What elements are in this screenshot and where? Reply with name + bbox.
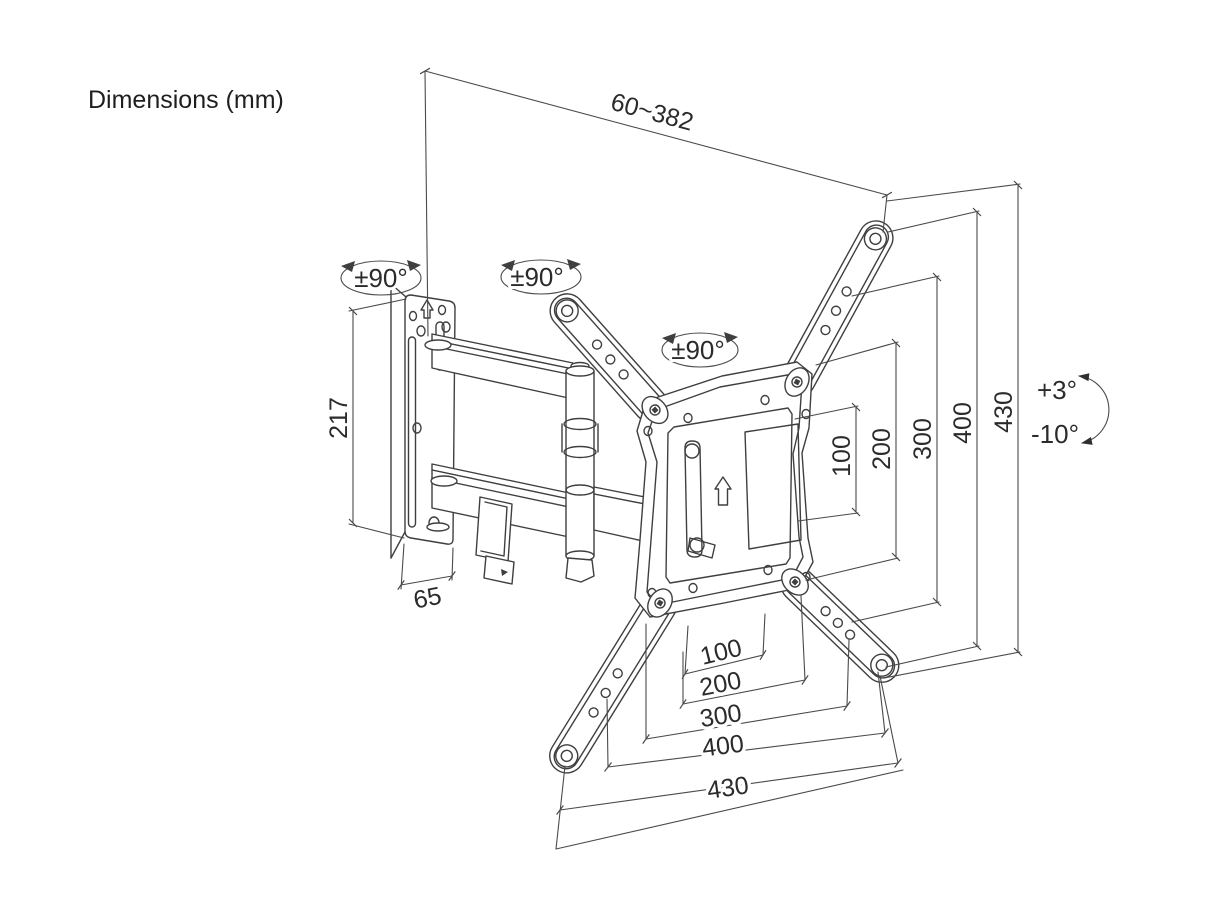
dim-vesa-horizontal-100: 100	[681, 613, 767, 680]
plate-cutout	[744, 423, 802, 550]
rotate-arrow-icon	[341, 261, 355, 272]
plate-inner-panel	[665, 407, 793, 584]
dim-wall-plate-height: 217	[322, 298, 407, 539]
corner-boss-bottom-left	[647, 588, 673, 618]
dim-vesa-horizontal-430: 430	[555, 675, 904, 850]
cable-hook	[483, 555, 515, 585]
wall-plate-side-face	[390, 283, 407, 559]
dim-label-plate-height: 217	[325, 397, 353, 439]
dim-label-arm-extension: 60~382	[608, 88, 697, 137]
hinge-bolt-mid	[430, 475, 458, 487]
swivel-label-plate: ±90°	[671, 335, 725, 365]
dim-vesa-vertical-200: 200	[805, 338, 901, 581]
tilt-down-label: -10°	[1031, 419, 1079, 449]
dim-arm-extension: 60~382	[419, 67, 893, 337]
tilt-arc-arrow-icon	[1078, 373, 1110, 445]
dim-vesa-vertical-400: 400	[885, 207, 982, 668]
dim-label-v400: 400	[949, 402, 977, 444]
dim-label-v100: 100	[828, 435, 856, 477]
dim-label-v200: 200	[868, 428, 896, 470]
dim-label-plate-width: 65	[411, 582, 444, 615]
dim-label-h100: 100	[697, 634, 744, 671]
hinge-bolt-bottom	[426, 522, 450, 532]
swivel-label-wall: ±90°	[354, 263, 408, 293]
rotate-arrow-icon	[662, 333, 676, 344]
dim-label-h430: 430	[705, 771, 750, 805]
swivel-annotation-wall: ±90°	[340, 260, 422, 296]
corner-boss-top-left	[641, 395, 669, 425]
tilt-annotation: +3° -10°	[1028, 372, 1110, 452]
cable-clip	[475, 496, 515, 585]
upper-arm	[424, 333, 590, 400]
dim-vesa-horizontal-300: 300	[642, 623, 851, 744]
orientation-arrow-small	[420, 299, 434, 319]
rotate-arrow-icon	[724, 332, 738, 343]
hinge-bolt-top	[424, 339, 452, 351]
swivel-annotation-mid: ±90°	[500, 259, 582, 295]
swivel-annotation-plate: ±90°	[661, 332, 739, 368]
dim-label-h200: 200	[697, 666, 743, 701]
page-title: Dimensions (mm)	[88, 86, 284, 114]
dim-vesa-vertical-300: 300	[851, 272, 942, 623]
dim-label-h300: 300	[698, 699, 744, 733]
dim-vesa-vertical-100: 100	[794, 402, 861, 522]
dim-vesa-horizontal-400: 400	[604, 671, 889, 772]
up-arrow-mark	[714, 476, 732, 506]
rotate-arrow-icon	[567, 259, 581, 270]
corner-boss-top-right	[784, 367, 810, 397]
hinge-column	[561, 365, 599, 583]
hex-nut	[565, 557, 595, 583]
vesa-arm-bottom-right	[780, 567, 900, 683]
dim-wall-plate-width: 65	[397, 543, 456, 618]
swivel-label-mid: ±90°	[510, 262, 564, 292]
rotate-arrow-icon	[407, 260, 421, 271]
tilt-up-label: +3°	[1037, 375, 1077, 405]
dim-label-h400: 400	[701, 730, 746, 763]
dim-label-v430: 430	[990, 391, 1018, 433]
dim-label-v300: 300	[909, 418, 937, 460]
dim-vesa-vertical-430: 430	[883, 180, 1023, 679]
corner-boss-bottom-right	[781, 568, 809, 596]
wall-slot-left	[407, 336, 417, 528]
rotate-arrow-icon	[501, 260, 515, 271]
